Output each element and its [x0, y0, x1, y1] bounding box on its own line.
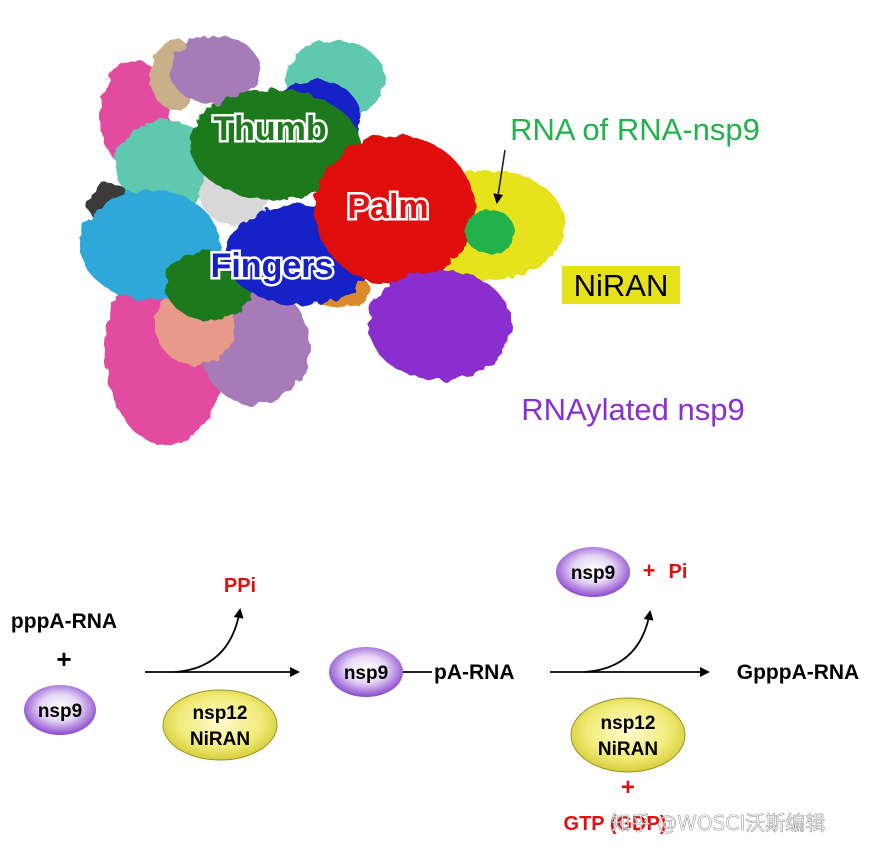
label-palm: Palm [347, 188, 428, 226]
nsp9-node-3-label: nsp9 [571, 563, 615, 584]
structure-labels: Thumb Palm Fingers [208, 108, 431, 288]
enzyme-node-2 [570, 697, 686, 773]
reaction-scheme: pppA-RNA + nsp9 PPi nsp12 NiRAN nsp9 pA-… [11, 547, 859, 835]
nsp9-node-1-label: nsp9 [38, 701, 82, 722]
label-rna-of-rna-nsp9: RNA of RNA-nsp9 [510, 112, 760, 147]
density-rna-green [465, 210, 515, 254]
plus-sign-1: + [56, 644, 71, 674]
plus-sign-2: + [621, 774, 635, 801]
branch-arrow-1 [174, 608, 244, 673]
enzyme-node-1 [162, 689, 278, 761]
intermediate-label: pA-RNA [434, 661, 514, 684]
density-thumb-green [190, 90, 360, 200]
density-mauve-top [170, 35, 260, 105]
nsp9-node-1 [24, 685, 96, 735]
byproduct-pi: Pi [669, 561, 688, 583]
enzyme-node-2-line2: NiRAN [598, 739, 658, 760]
cofactor-label: GTP (GDP) [564, 813, 667, 835]
niran-label-highlight [562, 266, 680, 304]
nsp9-node-2-label: nsp9 [344, 663, 388, 684]
enzyme-node-1-line2: NiRAN [190, 729, 250, 750]
branch-arrow-2 [584, 610, 654, 673]
product-label: GpppA-RNA [737, 661, 859, 684]
enzyme-node-2-line1: nsp12 [601, 713, 656, 734]
density-teal-left [115, 120, 215, 210]
enzyme-node-1-line1: nsp12 [193, 703, 248, 724]
label-rnaylated-nsp9: RNAylated nsp9 [521, 392, 744, 427]
watermark: 知乎 @WOSCI沃斯编辑 [611, 811, 825, 835]
substrate-label: pppA-RNA [11, 610, 117, 633]
density-nsp9-purple [368, 270, 512, 380]
byproduct-ppi: PPi [224, 575, 256, 597]
cryo-em-density-map [80, 35, 565, 445]
label-niran: NiRAN [574, 268, 669, 303]
pointer-arrow-rna [493, 149, 506, 204]
plus-pi-sign: + [643, 558, 656, 583]
label-thumb: Thumb [213, 110, 326, 148]
density-palm-red [315, 135, 475, 285]
nsp9-node-2 [329, 647, 403, 697]
nsp9-node-3 [556, 547, 630, 597]
label-fingers: Fingers [211, 247, 334, 285]
